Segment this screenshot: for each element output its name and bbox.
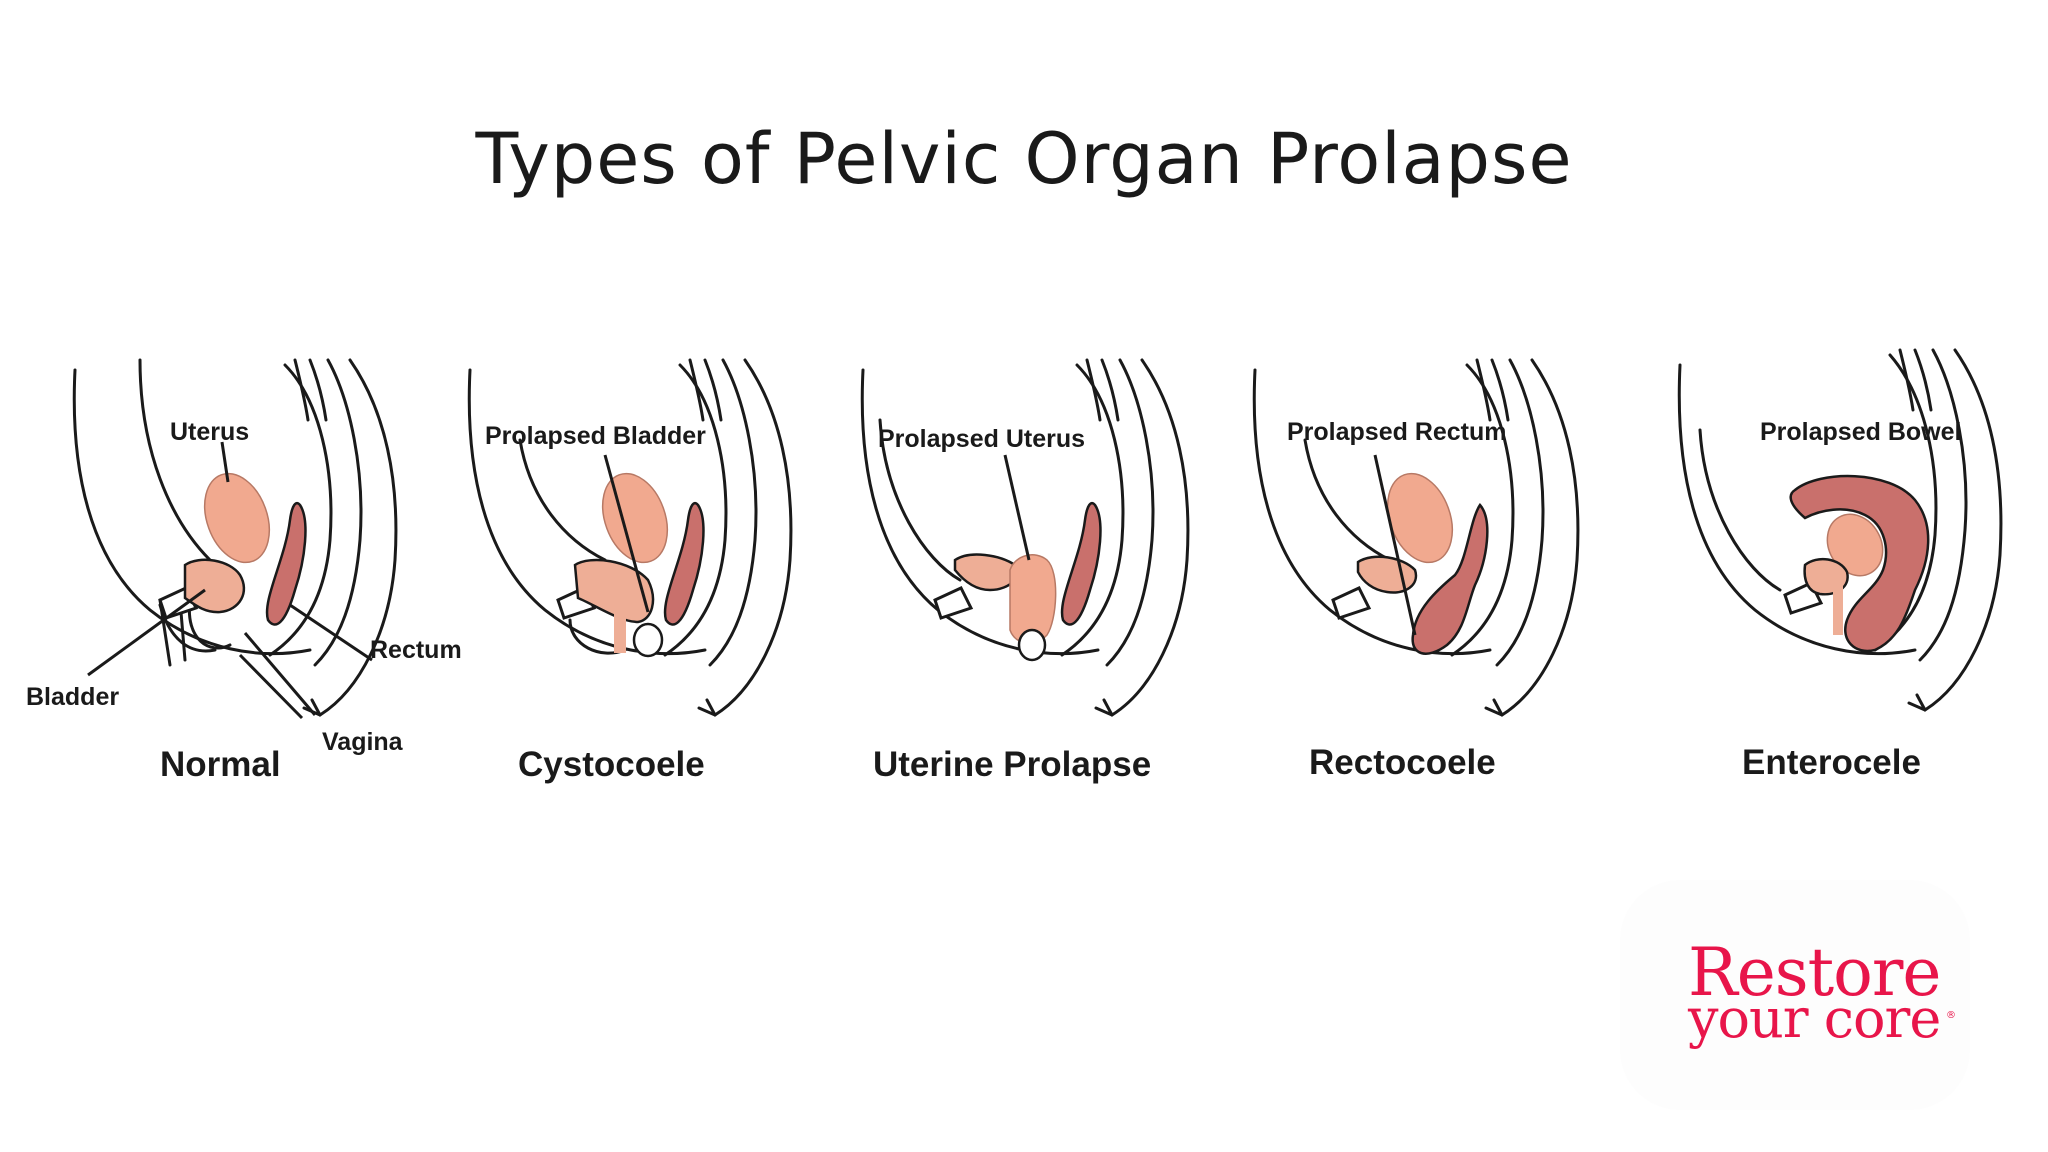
label-vagina: Vagina xyxy=(322,728,403,756)
registered-mark-icon: ® xyxy=(1946,1010,1956,1021)
label-rectum: Rectum xyxy=(370,636,462,664)
diagram-title: Types of Pelvic Organ Prolapse xyxy=(475,118,1573,200)
panel-normal: Uterus Bladder Rectum Vagina Normal xyxy=(0,0,462,1152)
label-prolapsed-bowel: Prolapsed Bowel xyxy=(1760,418,1962,446)
panel-name-rectocoele: Rectocoele xyxy=(1309,743,1496,782)
panel-rectocoele: Prolapsed Rectum Rectocoele xyxy=(1175,0,1595,1152)
label-bladder: Bladder xyxy=(26,683,120,711)
label-prolapsed-bladder: Prolapsed Bladder xyxy=(485,422,706,450)
cystocoele-anatomy-illustration xyxy=(467,358,793,717)
logo-line-your-core: your core xyxy=(1688,987,1941,1050)
label-prolapsed-rectum: Prolapsed Rectum xyxy=(1287,418,1507,446)
panel-cystocoele: Prolapsed Bladder Cystocoele xyxy=(390,0,810,1152)
panel-enterocele: Prolapsed Bowel Enterocele xyxy=(1585,0,2005,1152)
logo-line-restore: Restore xyxy=(1688,934,1941,1011)
enterocele-anatomy-illustration xyxy=(1677,348,2003,712)
label-prolapsed-uterus: Prolapsed Uterus xyxy=(878,425,1086,453)
panel-uterine-prolapse: Prolapsed Uterus Uterine Prolapse xyxy=(785,0,1205,1152)
panel-name-uterine-prolapse: Uterine Prolapse xyxy=(873,745,1152,784)
rectocoele-anatomy-illustration xyxy=(1252,358,1580,717)
panel-name-normal: Normal xyxy=(160,745,281,784)
uterine-prolapse-anatomy-illustration xyxy=(860,358,1190,717)
panel-name-cystocoele: Cystocoele xyxy=(518,745,705,784)
label-uterus: Uterus xyxy=(170,418,250,446)
restore-your-core-logo: Restore your core ® xyxy=(1620,880,1970,1110)
panel-name-enterocele: Enterocele xyxy=(1742,743,1921,782)
normal-anatomy-illustration xyxy=(72,358,398,720)
